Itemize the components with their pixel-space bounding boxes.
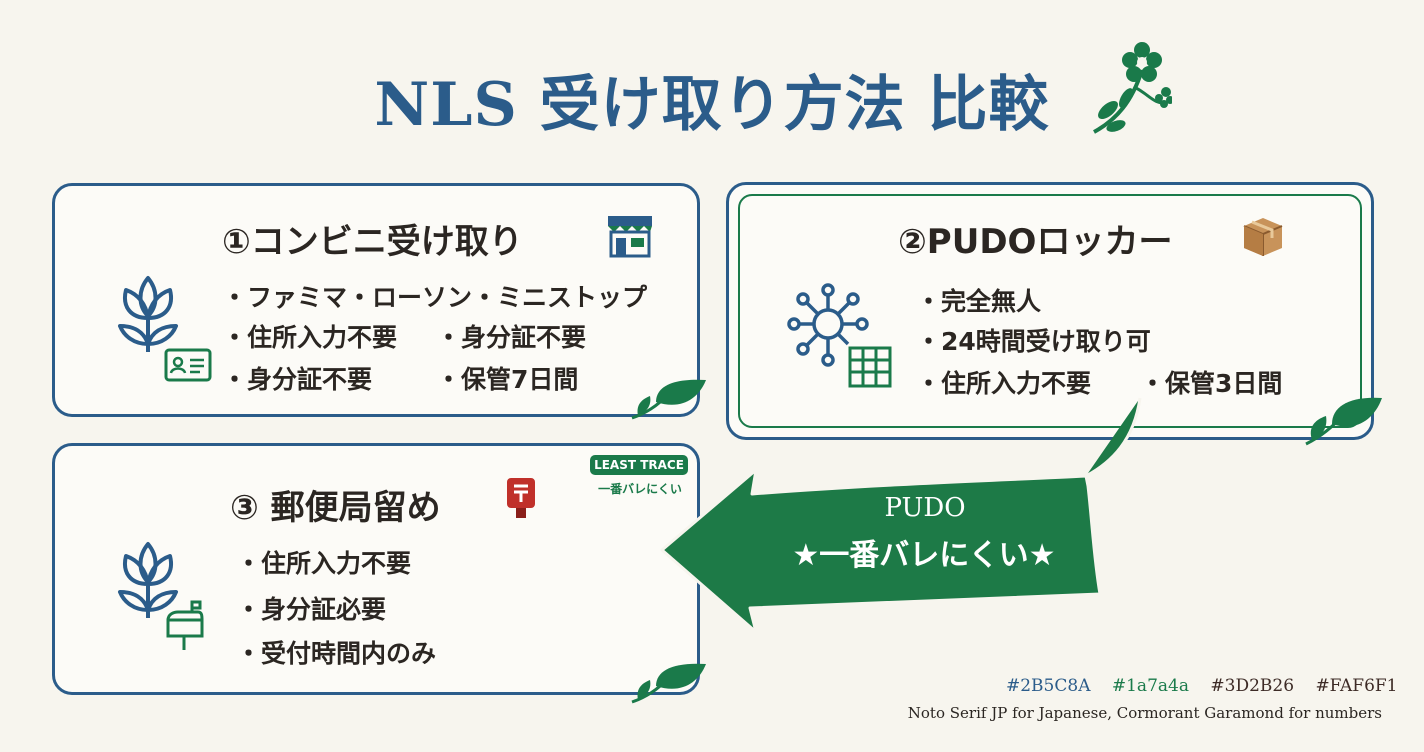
lotus-id-card-icon	[118, 276, 212, 382]
bullet-no-address: ・住所入力不要	[222, 323, 398, 352]
leaf-icon	[1305, 397, 1382, 446]
arrow-subtitle: ★一番バレにくい★	[792, 538, 1056, 573]
bullet-storage-3: ・保管3日間	[1140, 369, 1283, 398]
bullet-unmanned: ・完全無人	[916, 287, 1042, 316]
card-title-pudo: ②PUDOロッカー	[898, 222, 1173, 262]
least-trace-sub: 一番バレにくい	[598, 482, 682, 496]
post-box-icon	[507, 478, 535, 518]
bullet-stores: ・ファミマ・ローソン・ミニストップ	[222, 283, 648, 312]
bullet-no-id: ・身分証不要	[436, 323, 587, 352]
font-footnote: Noto Serif JP for Japanese, Cormorant Ga…	[907, 704, 1382, 722]
bullet-24h: ・24時間受け取り可	[916, 327, 1151, 356]
network-locker-icon	[787, 283, 892, 388]
color-swatches: #2B5C8A #1a7a4a #3D2B26 #FAF6F1	[990, 676, 1398, 696]
swatch-blue: #2B5C8A	[1006, 676, 1091, 696]
package-box-icon	[1243, 218, 1283, 256]
swatch-cream: #FAF6F1	[1315, 676, 1398, 696]
bullet-hours-only: ・受付時間内のみ	[236, 639, 437, 668]
bullet-no-address-2: ・住所入力不要	[916, 369, 1092, 398]
lotus-mailbox-icon	[118, 542, 204, 650]
convenience-store-icon	[608, 216, 652, 258]
card-post-office	[52, 443, 700, 695]
flower-sprig-icon	[1093, 42, 1172, 134]
bullet-no-address-3: ・住所入力不要	[236, 549, 412, 578]
bullet-id-required: ・身分証必要	[236, 595, 387, 624]
bullet-storage-7: ・保管7日間	[436, 365, 579, 394]
page-title: NLS 受け取り方法 比較	[374, 70, 1050, 140]
bullet-no-id-2: ・身分証不要	[222, 365, 373, 394]
card-convenience-store	[52, 183, 700, 417]
swatch-green: #1a7a4a	[1111, 676, 1189, 696]
card-title-post-office: ③ 郵便局留め	[230, 488, 441, 528]
leaf-icon	[631, 663, 706, 704]
arrow-title: PUDO	[884, 493, 966, 523]
swatch-dark: #3D2B26	[1210, 676, 1295, 696]
card-title-convenience: ①コンビニ受け取り	[222, 222, 523, 262]
least-trace-badge: LEAST TRACE	[590, 455, 688, 475]
leaf-icon	[631, 379, 706, 420]
